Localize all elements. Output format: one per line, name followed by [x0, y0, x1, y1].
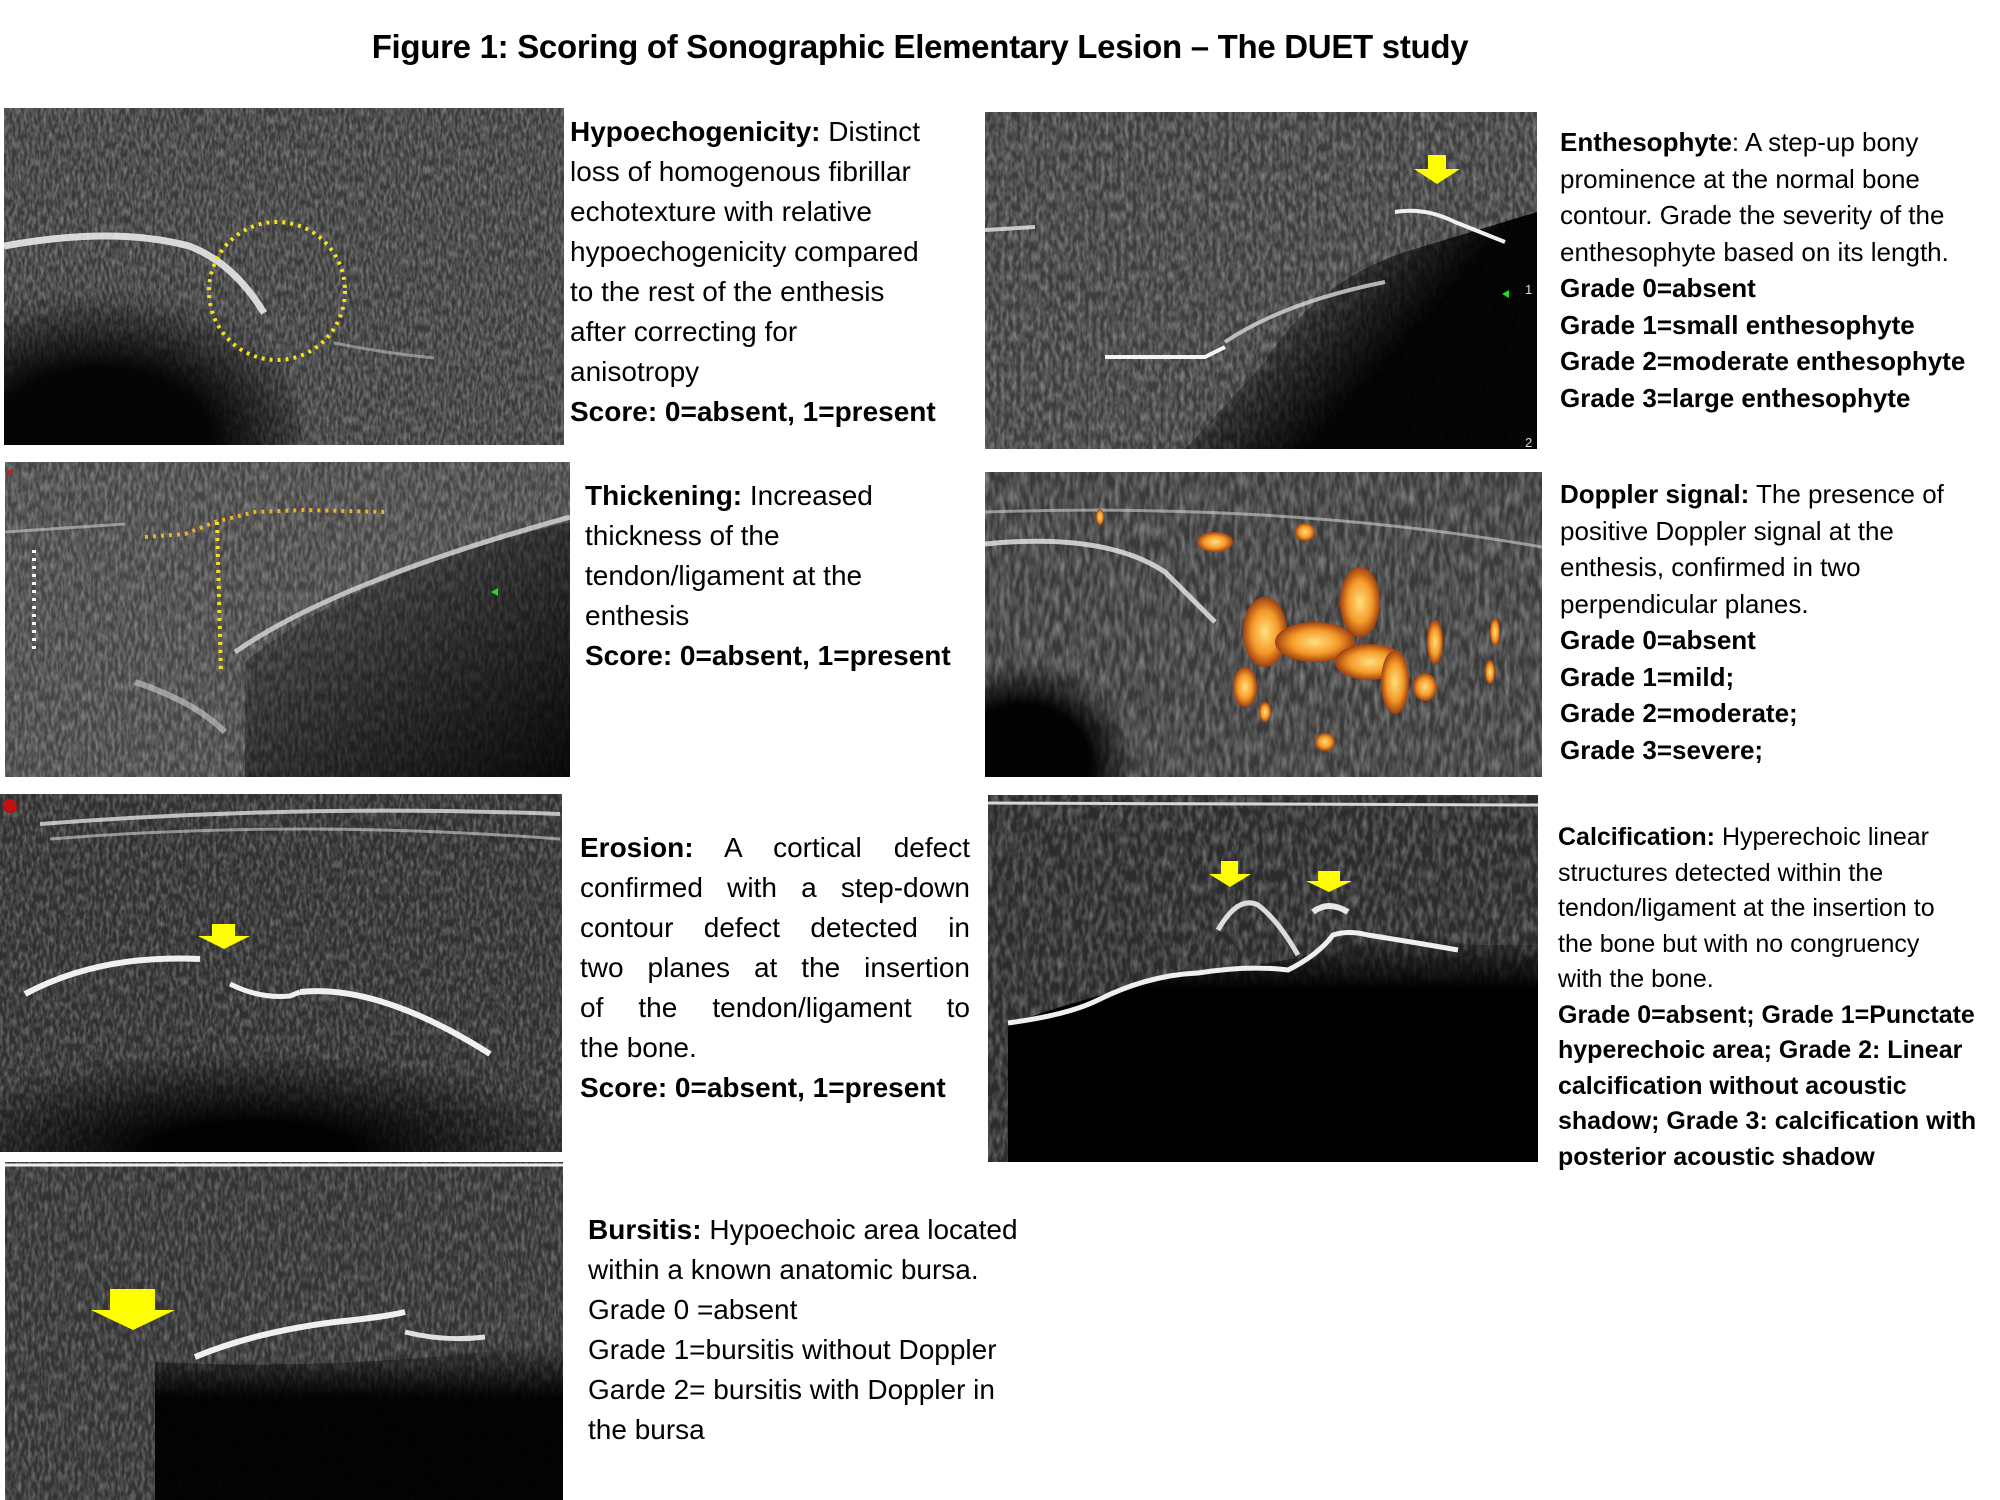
bursitis-arrow-icon [91, 1289, 175, 1330]
depth-scale-label: 1 [1525, 282, 1532, 297]
probe-logo-icon [3, 799, 17, 813]
focus-marker-icon [1502, 290, 1509, 298]
bursitis-image [5, 1162, 563, 1500]
enthesophyte-image: 1 2 [985, 112, 1537, 449]
enthesophyte-grade-0: Grade 0=absent [1560, 273, 1756, 303]
erosion-text: Erosion: A cortical defect confirmed wit… [580, 828, 970, 1108]
hypoechogenicity-heading: Hypoechogenicity: [570, 116, 821, 147]
calcification-text: Calcification: Hyperechoic linear struct… [1558, 820, 2000, 1175]
tendon-surface-dotted-line [144, 507, 386, 539]
doppler-grade-1: Grade 1=mild; [1560, 661, 1735, 692]
doppler-signal-overlay [1096, 509, 1500, 751]
region-of-interest-circle [207, 220, 347, 362]
hypoechogenicity-image [4, 108, 564, 445]
erosion-heading: Erosion: [580, 832, 694, 863]
bursitis-heading: Bursitis: [588, 1214, 702, 1245]
calcification-image [988, 795, 1538, 1162]
doppler-grade-2: Grade 2=moderate; [1560, 698, 1798, 728]
thickening-heading: Thickening: [585, 480, 743, 511]
doppler-grade-0: Grade 0=absent [1560, 625, 1756, 655]
calcification-arrow-icon [1306, 871, 1352, 892]
enthesophyte-grade-3: Grade 3=large enthesophyte [1560, 382, 1911, 413]
focus-marker-icon [491, 588, 498, 596]
erosion-arrow-icon [198, 924, 250, 949]
thickening-score: Score: 0=absent, 1=present [585, 640, 951, 671]
depth-scale-label: 2 [1525, 435, 1532, 449]
enthesophyte-grade-2: Grade 2=moderate enthesophyte [1560, 346, 1966, 376]
enthesophyte-text: Enthesophyte: A step-up bony prominence … [1560, 124, 2000, 416]
erosion-image [0, 794, 562, 1152]
calcification-grades-line: calcification without acoustic [1558, 1071, 1907, 1100]
calcification-grades-line: posterior acoustic shadow [1558, 1142, 1875, 1171]
calcification-arrow-icon [1209, 861, 1251, 887]
bursitis-text: Bursitis: Hypoechoic area located within… [588, 1210, 1068, 1450]
calcification-grades-line: Grade 0=absent; Grade 1=Punctate [1558, 1000, 1975, 1029]
probe-logo-icon: e [7, 465, 13, 480]
doppler-grade-3: Grade 3=severe; [1560, 734, 1764, 765]
bursitis-grade-2: Garde 2= bursitis with Doppler in [588, 1374, 995, 1405]
bursitis-grade-0: Grade 0 =absent [588, 1294, 798, 1325]
thickness-measure-dotted-line [215, 521, 223, 675]
doppler-text: Doppler signal: The presence of positive… [1560, 476, 2000, 768]
erosion-score: Score: 0=absent, 1=present [580, 1072, 946, 1103]
doppler-image [985, 472, 1542, 777]
enthesophyte-grade-1: Grade 1=small enthesophyte [1560, 309, 1915, 340]
calcification-heading: Calcification: [1558, 823, 1715, 851]
thickening-image: e [5, 462, 570, 777]
doppler-heading: Doppler signal: [1560, 479, 1750, 509]
thickening-text: Thickening: Increased thickness of the t… [585, 476, 1005, 676]
enthesophyte-arrow-icon [1414, 155, 1460, 184]
calcification-grades-line: shadow; Grade 3: calcification with [1558, 1107, 1977, 1135]
calcification-grades-line: hyperechoic area; Grade 2: Linear [1558, 1036, 1963, 1064]
hypoechogenicity-score: Score: 0=absent, 1=present [570, 396, 936, 427]
hypoechogenicity-text: Hypoechogenicity: Distinct loss of homog… [570, 112, 990, 432]
bursitis-grade-1: Grade 1=bursitis without Doppler [588, 1334, 997, 1365]
figure-title: Figure 1: Scoring of Sonographic Element… [371, 28, 1469, 65]
enthesophyte-heading: Enthesophyte [1560, 127, 1732, 157]
